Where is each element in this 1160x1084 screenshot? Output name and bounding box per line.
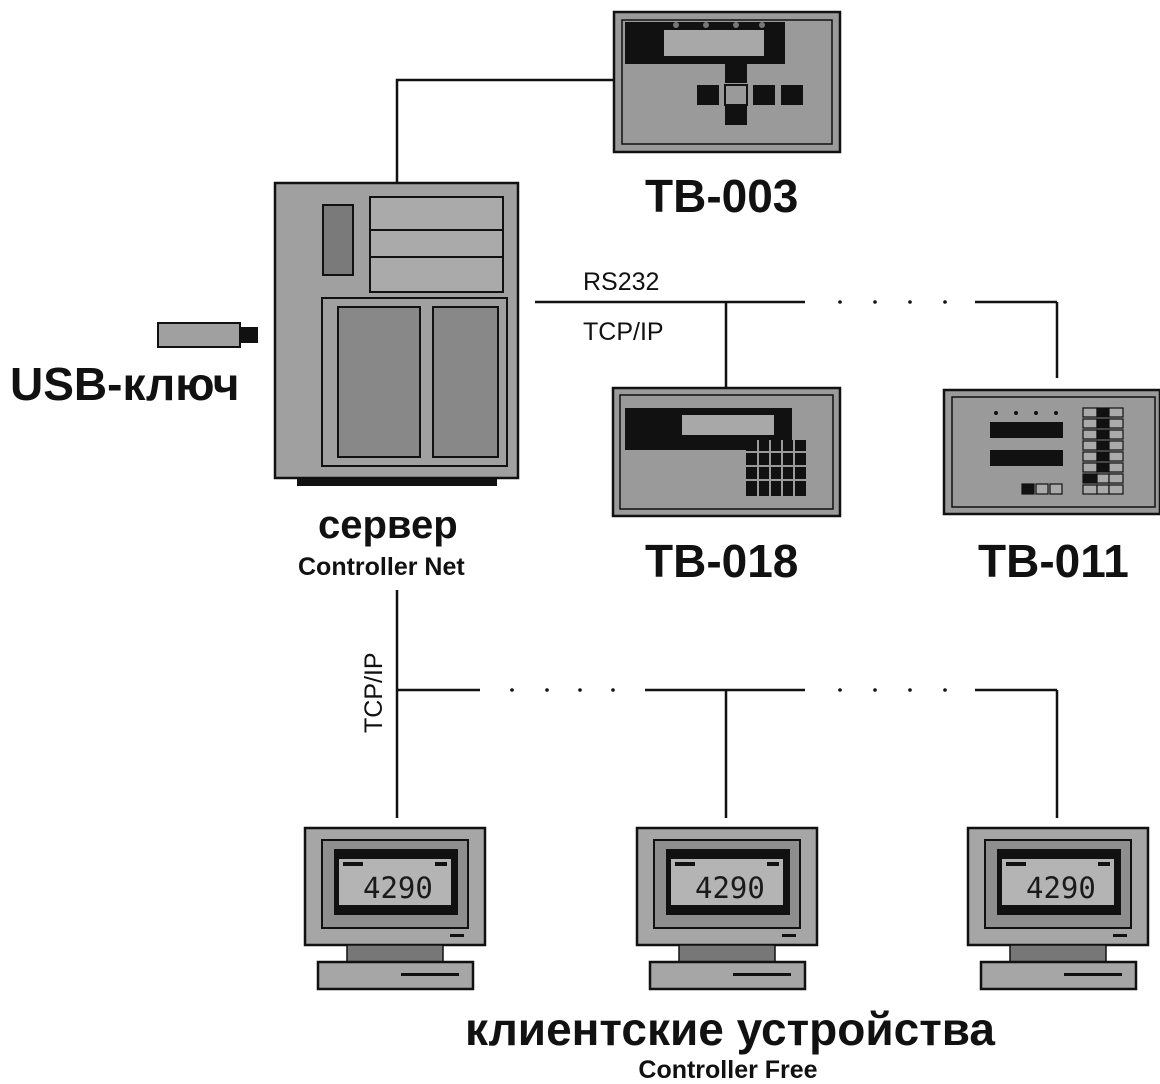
usb-key-icon bbox=[157, 322, 258, 348]
client-2-display-value: 4290 bbox=[695, 871, 765, 905]
tb018-keypad bbox=[746, 440, 806, 496]
tb011-button-column bbox=[1021, 407, 1124, 495]
tb018-terminal bbox=[611, 386, 842, 518]
server-panel-left bbox=[337, 306, 421, 458]
tb011-label: TB-011 bbox=[978, 535, 1129, 587]
server-panel-right bbox=[432, 306, 499, 458]
tcpip-label-vertical: TCP/IP bbox=[360, 652, 388, 733]
clients-title: клиентские устройства bbox=[465, 1003, 995, 1055]
tb003-label: TB-003 bbox=[645, 170, 798, 222]
tb011-display-2 bbox=[990, 450, 1063, 466]
tcpip-label-top: TCP/IP bbox=[583, 318, 664, 346]
tb003-terminal bbox=[612, 10, 842, 154]
tb011-terminal bbox=[942, 388, 1160, 516]
server-computer bbox=[273, 181, 520, 486]
server-drive-bay-1 bbox=[369, 196, 504, 231]
client-monitor-1: 4290 bbox=[303, 826, 487, 991]
client-monitor-2: 4290 bbox=[635, 826, 819, 991]
rs232-label: RS232 bbox=[583, 268, 659, 296]
server-front-slot bbox=[322, 204, 354, 276]
line-server-tb003 bbox=[395, 78, 615, 182]
client-3-display-value: 4290 bbox=[1026, 871, 1096, 905]
tb003-keypad bbox=[697, 63, 803, 125]
server-title: сервер bbox=[318, 503, 458, 547]
connection-lines bbox=[395, 78, 1059, 818]
server-drive-bay-3 bbox=[369, 256, 504, 293]
tb011-display-1 bbox=[990, 422, 1063, 438]
server-subtitle: Controller Net bbox=[298, 553, 465, 581]
clients-subtitle: Controller Free bbox=[638, 1056, 817, 1084]
server-drive-bay-2 bbox=[369, 229, 504, 258]
usb-key-label: USB-ключ bbox=[10, 358, 239, 410]
tb018-label: TB-018 bbox=[645, 535, 798, 587]
client-1-display-value: 4290 bbox=[363, 871, 433, 905]
client-monitor-3: 4290 bbox=[966, 826, 1150, 991]
bus-continuation-dots bbox=[510, 300, 947, 692]
